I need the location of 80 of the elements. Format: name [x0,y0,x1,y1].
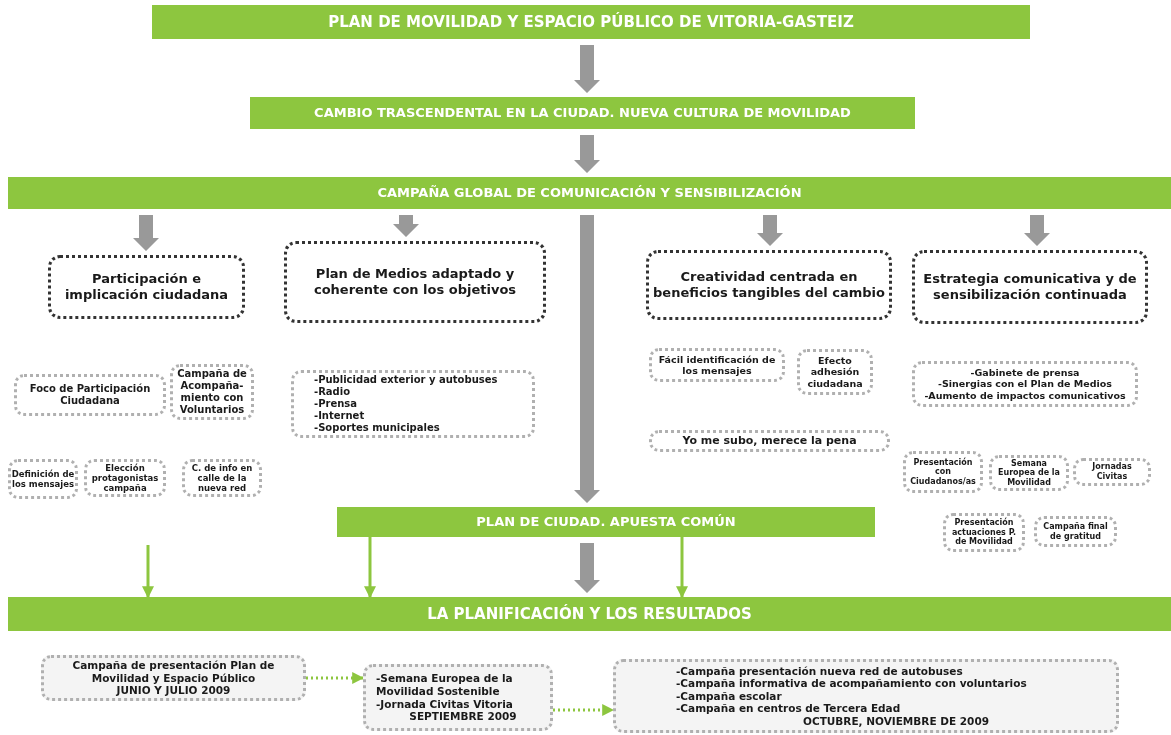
item-box [1034,516,1117,547]
box-text: -Campaña informativa de acompañamiento con voluntarios [676,677,1027,690]
box-text: C. de info en calle de la nueva red [190,462,254,494]
box-text: Efecto adhesión ciudadana [806,354,864,390]
box-text: Yo me subo, merece la pena [682,434,857,448]
block-arrow [393,215,419,237]
timeline-box [363,664,553,731]
heading-text: PLAN DE MOVILIDAD Y ESPACIO PÚBLICO DE VITORIA-GASTEIZ [328,13,854,31]
block-arrow [1024,215,1050,246]
item-box [182,459,262,497]
box-text: Semana Europea de la Movilidad [997,458,1061,488]
box-text: Elección protagonistas campaña [90,462,160,494]
box-text: Fácil identificación de los mensajes [657,353,777,377]
box-text: Presentación actuaciones P. de Movilidad [950,518,1018,547]
heading-text: CAMBIO TRASCENDENTAL EN LA CIUDAD. NUEVA CULTURA DE MOVILIDAD [314,105,851,121]
box-text: JUNIO Y JULIO 2009 [116,684,231,697]
box-text: SEPTIEMBRE 2009 [409,710,517,723]
item-box [943,513,1025,552]
item-box [170,364,254,420]
box-text: Estrategia comunicativa y de sensibilización continuada [922,271,1138,303]
box-text: -Publicidad exterior y autobuses [314,374,498,386]
title-band [8,177,1171,209]
title-band [8,597,1171,631]
item-box [989,455,1069,491]
box-text: Creatividad centrada en beneficios tangibles del cambio [652,269,886,301]
heading-text: LA PLANIFICACIÓN Y LOS RESULTADOS [427,605,752,623]
category-box [284,241,546,323]
block-arrow [574,543,600,593]
box-text: -Semana Europea de la Movilidad Sostenible [376,672,514,698]
item-box [649,430,890,452]
box-text: Plan de Medios adaptado y coherente con los objetivos [312,266,518,298]
dotted-arrow [306,672,365,684]
box-text: -Radio [314,386,351,398]
box-text: Definición de los mensajes [11,468,75,490]
item-box [14,374,166,416]
box-text: -Sinergias con el Plan de Medios [938,378,1112,390]
box-text: -Prensa [314,398,357,410]
block-arrow [574,135,600,173]
timeline-box [613,659,1119,733]
box-text: OCTUBRE, NOVIEMBRE DE 2009 [803,714,989,728]
category-box [646,250,892,320]
box-text: Participación e implicación ciudadana [63,271,230,303]
item-box [797,349,873,395]
item-box [8,459,78,499]
block-arrow [574,45,600,93]
box-text: -Jornada Civitas Vitoria [376,697,513,711]
heading-text: PLAN DE CIUDAD. APUESTA COMÚN [476,514,736,530]
box-text: Campaña final de gratitud [1042,521,1109,542]
box-text: Jornadas Civitas [1090,462,1133,482]
timeline-box [41,655,306,701]
box-text: -Soportes municipales [314,422,440,434]
category-box [912,250,1148,324]
category-box [48,255,245,319]
arrow [364,537,376,599]
item-box [291,370,535,438]
item-box [649,348,785,382]
item-box [84,459,166,497]
block-arrow [757,215,783,246]
item-box [903,451,983,493]
box-text: -Campaña presentación nueva red de autobuses [676,664,963,678]
dotted-arrow [553,704,615,716]
arrow [142,545,154,599]
title-band [250,97,915,129]
item-box [1073,458,1151,486]
title-band [337,507,875,537]
box-text: -Campaña en centros de Tercera Edad [676,702,901,715]
box-text: -Gabinete de prensa [970,366,1080,379]
box-text: Presentación con Ciudadanos/as [909,457,977,487]
box-text: -Internet [314,410,365,422]
box-text: -Aumento de impactos comunicativos [924,389,1126,402]
box-text: Campaña de Acompaña-miento con Voluntarios [176,368,248,416]
item-box [912,361,1138,407]
box-text: -Campaña escolar [676,689,782,703]
box-text: Foco de Participación Ciudadana [28,383,152,407]
block-arrow [133,215,159,251]
arrow [676,537,688,599]
block-arrow [574,215,600,503]
title-band [152,5,1030,39]
box-text: Campaña de presentación Plan de Movilidad y Espacio Público [71,659,276,685]
heading-text: CAMPAÑA GLOBAL DE COMUNICACIÓN Y SENSIBILIZACIÓN [377,185,802,201]
